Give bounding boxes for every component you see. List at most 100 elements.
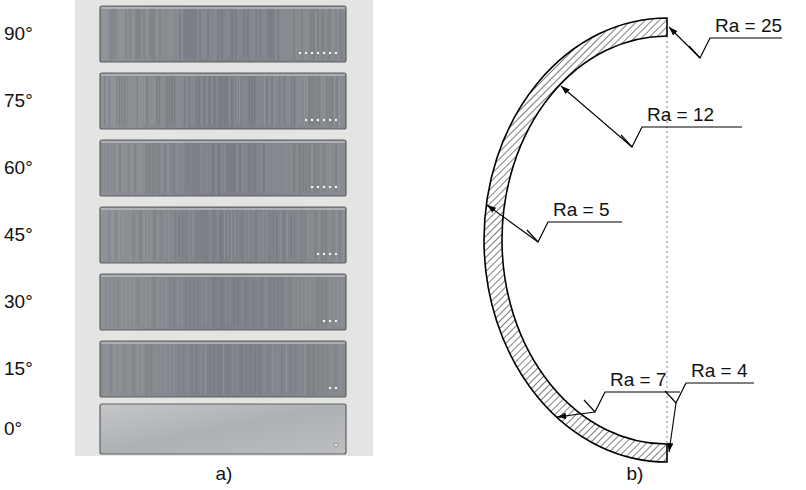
bar-texture	[226, 278, 227, 326]
bar-texture	[195, 144, 196, 195]
roughness-value: Ra = 7	[610, 369, 667, 391]
bar-texture	[287, 77, 288, 125]
bar-texture	[192, 346, 193, 393]
bar-texture	[218, 9, 219, 59]
bar-texture	[282, 275, 283, 325]
bar-texture	[114, 7, 115, 59]
bar-texture	[204, 11, 205, 59]
bar-texture	[315, 142, 316, 195]
bar-texture	[249, 145, 250, 192]
bar-texture	[342, 143, 343, 194]
bar-texture	[267, 76, 268, 124]
bar-texture	[259, 76, 260, 127]
bar-texture	[214, 208, 215, 258]
bar-texture	[172, 210, 173, 261]
bar-texture	[120, 9, 121, 59]
bar-texture	[176, 7, 177, 57]
bar-texture	[280, 210, 281, 262]
bar-texture	[291, 212, 292, 259]
bar-texture	[151, 343, 152, 395]
bar-texture	[232, 8, 233, 59]
bar-texture	[223, 342, 224, 393]
bar-texture	[334, 276, 335, 326]
bar-texture	[339, 77, 340, 127]
bar-texture	[124, 342, 125, 393]
roughness-symbols	[487, 27, 782, 452]
bar-texture	[105, 211, 106, 258]
bar-texture	[124, 77, 125, 125]
bar-texture	[242, 212, 243, 262]
bar-texture	[314, 8, 315, 59]
bar-texture	[322, 278, 323, 325]
bar-texture	[217, 77, 218, 125]
roughness-mark	[584, 392, 680, 412]
bar-texture	[234, 8, 235, 59]
roughness-value: Ra = 4	[691, 360, 748, 382]
bar-texture	[151, 208, 152, 260]
leader-line	[669, 27, 700, 58]
bar-texture	[174, 10, 175, 59]
bar-texture	[144, 145, 145, 192]
bar-texture	[298, 7, 299, 59]
bar-texture	[279, 141, 280, 194]
bar-texture	[122, 76, 123, 127]
bar-texture	[110, 10, 111, 61]
bar-texture	[118, 8, 119, 57]
bar-texture	[216, 8, 217, 61]
bar-texture	[132, 75, 133, 127]
bar-texture	[318, 343, 319, 392]
bar-texture	[262, 75, 263, 124]
bar-texture	[164, 78, 165, 124]
bar-texture	[165, 143, 166, 194]
bar-texture	[132, 142, 133, 194]
bar-texture	[159, 145, 160, 195]
bar-texture	[294, 276, 295, 329]
bar-texture	[137, 211, 138, 261]
bar-texture	[272, 77, 273, 125]
bar-texture	[270, 8, 271, 61]
bar-texture	[287, 211, 288, 260]
bar-texture	[254, 7, 255, 59]
bar-edge-light	[101, 342, 345, 344]
bar-texture	[290, 8, 291, 57]
bar-texture	[106, 276, 107, 326]
bar-texture	[114, 142, 115, 193]
bar-texture	[212, 77, 213, 125]
bar-texture	[156, 346, 157, 393]
leader-line	[561, 86, 632, 147]
bar-texture	[116, 211, 117, 260]
bar-texture	[246, 346, 247, 394]
leader-line	[487, 205, 538, 242]
bar-texture	[232, 78, 233, 127]
bar-texture	[308, 209, 309, 259]
bar-texture	[177, 141, 178, 194]
bar-texture	[202, 276, 203, 325]
bar-texture	[259, 212, 260, 262]
bar-texture	[148, 9, 149, 59]
bar-texture	[221, 210, 222, 262]
marking-dot	[310, 118, 314, 122]
bar-texture	[112, 212, 113, 262]
bar-texture	[231, 211, 232, 262]
bar-texture	[334, 8, 335, 57]
bar-texture	[158, 8, 159, 61]
marking-dot	[328, 386, 332, 390]
bar-texture	[334, 76, 335, 124]
bar-texture	[138, 145, 139, 195]
center-line	[667, 36, 668, 444]
bar-texture	[112, 8, 113, 61]
bar-texture	[192, 9, 193, 61]
bar-texture	[276, 10, 277, 60]
bar-texture	[224, 208, 225, 259]
bar-texture	[204, 141, 205, 194]
bar-texture	[254, 75, 255, 126]
bar-texture	[108, 144, 109, 192]
bar-texture	[294, 210, 295, 259]
bar-texture	[122, 8, 123, 59]
bar-texture	[250, 9, 251, 58]
bar-texture	[327, 74, 328, 127]
bar-texture	[106, 9, 107, 59]
bar-texture	[122, 277, 123, 326]
bar-texture	[288, 143, 289, 192]
bar-texture	[214, 275, 215, 327]
